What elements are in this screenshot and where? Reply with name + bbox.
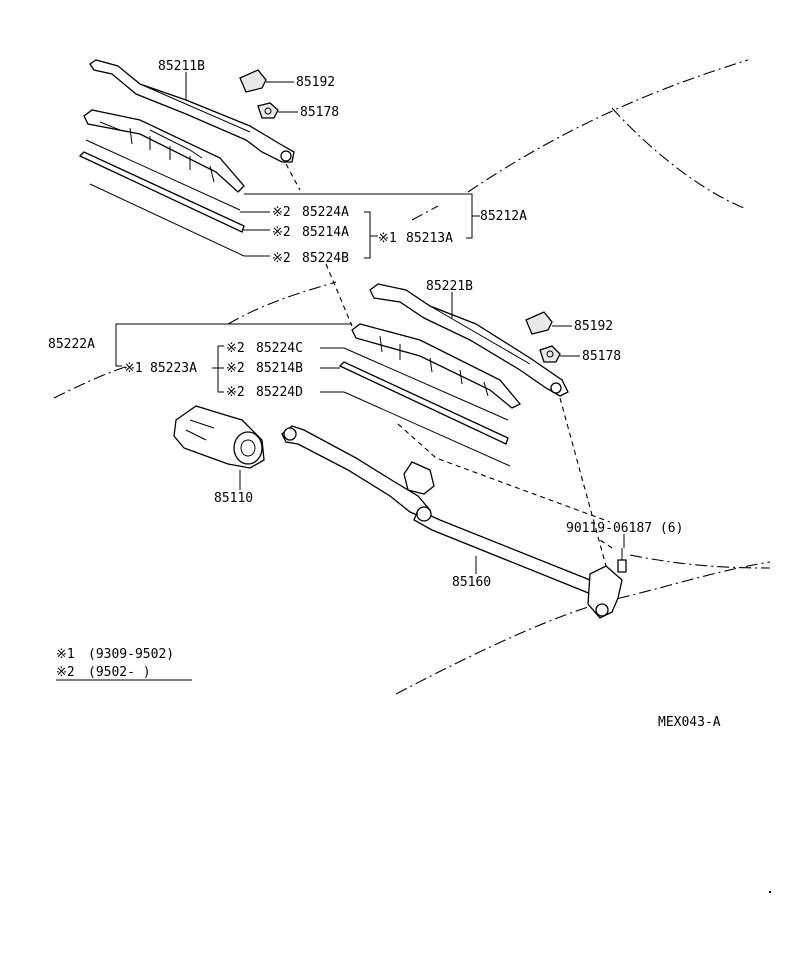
legend: ※1 (9309-9502) ※2 (9502- ) — [56, 647, 192, 681]
front-wiper-arm — [89, 59, 295, 163]
label-mark-rear-sub: ※1 — [124, 361, 143, 376]
label-link: 85160 — [452, 575, 491, 590]
label-nut-rear: 85178 — [582, 349, 621, 364]
label-nut-front: 85178 — [300, 105, 339, 120]
rear-wiper-blade — [351, 323, 522, 409]
rear-cap-icon — [525, 311, 553, 335]
legend-mark2: ※2 — [56, 665, 75, 680]
wiper-motor — [173, 405, 265, 469]
legend-range2: (9502- ) — [88, 665, 151, 680]
legend-range1: (9309-9502) — [88, 647, 174, 662]
front-cap-icon — [239, 69, 267, 93]
label-blade-assy-front: 85212A — [480, 209, 527, 224]
rear-blade-rubber-b — [338, 361, 509, 445]
label-rubber-front-a: 85224A — [302, 205, 349, 220]
label-bolt: 90119-06187 (6) — [566, 521, 683, 536]
label-mark-front-sub: ※1 — [378, 231, 397, 246]
front-blade-rubber-c — [89, 183, 245, 257]
label-rubber-front-b: 85214A — [302, 225, 349, 240]
label-mark-front-c: ※2 — [272, 251, 291, 266]
label-blade-assy-rear: 85222A — [48, 337, 95, 352]
assembly-dashed-lines — [285, 163, 613, 567]
front-nut-icon — [257, 102, 279, 119]
label-mark-rear-a: ※2 — [226, 341, 245, 356]
windshield-outline — [53, 59, 771, 695]
rear-blade-rubber-a — [343, 347, 509, 421]
diagram-code: MEX043-A — [658, 715, 721, 730]
bolt-icon — [617, 548, 627, 573]
label-arm-rear: 85221B — [426, 279, 473, 294]
label-mark-rear-c: ※2 — [226, 385, 245, 400]
front-blade-rubber-b — [78, 151, 245, 233]
leader-lines — [115, 72, 625, 574]
label-rubber-rear-b: 85214B — [256, 361, 303, 376]
label-arm-front: 85211B — [158, 59, 205, 74]
rear-wiper-arm — [369, 283, 569, 397]
part-labels: 85211B 85192 85178 85212A ※2 85224A ※2 8… — [48, 59, 683, 590]
label-cap-front: 85192 — [296, 75, 335, 90]
rear-blade-rubber-c — [343, 391, 511, 467]
legend-mark1: ※1 — [56, 647, 75, 662]
label-rubber-front-c: 85224B — [302, 251, 349, 266]
label-blade-front-sub: 85213A — [406, 231, 453, 246]
label-mark-front-a: ※2 — [272, 205, 291, 220]
label-cap-rear: 85192 — [574, 319, 613, 334]
front-wiper-blade — [83, 109, 245, 193]
label-motor: 85110 — [214, 491, 253, 506]
label-rubber-rear-a: 85224C — [256, 341, 303, 356]
label-rubber-rear-c: 85224D — [256, 385, 303, 400]
rear-nut-icon — [539, 345, 561, 363]
label-mark-front-b: ※2 — [272, 225, 291, 240]
wiper-link — [281, 425, 623, 619]
front-blade-rubber-a — [85, 139, 241, 211]
label-blade-rear-sub: 85223A — [150, 361, 197, 376]
stray-dot — [768, 890, 772, 894]
label-mark-rear-b: ※2 — [226, 361, 245, 376]
